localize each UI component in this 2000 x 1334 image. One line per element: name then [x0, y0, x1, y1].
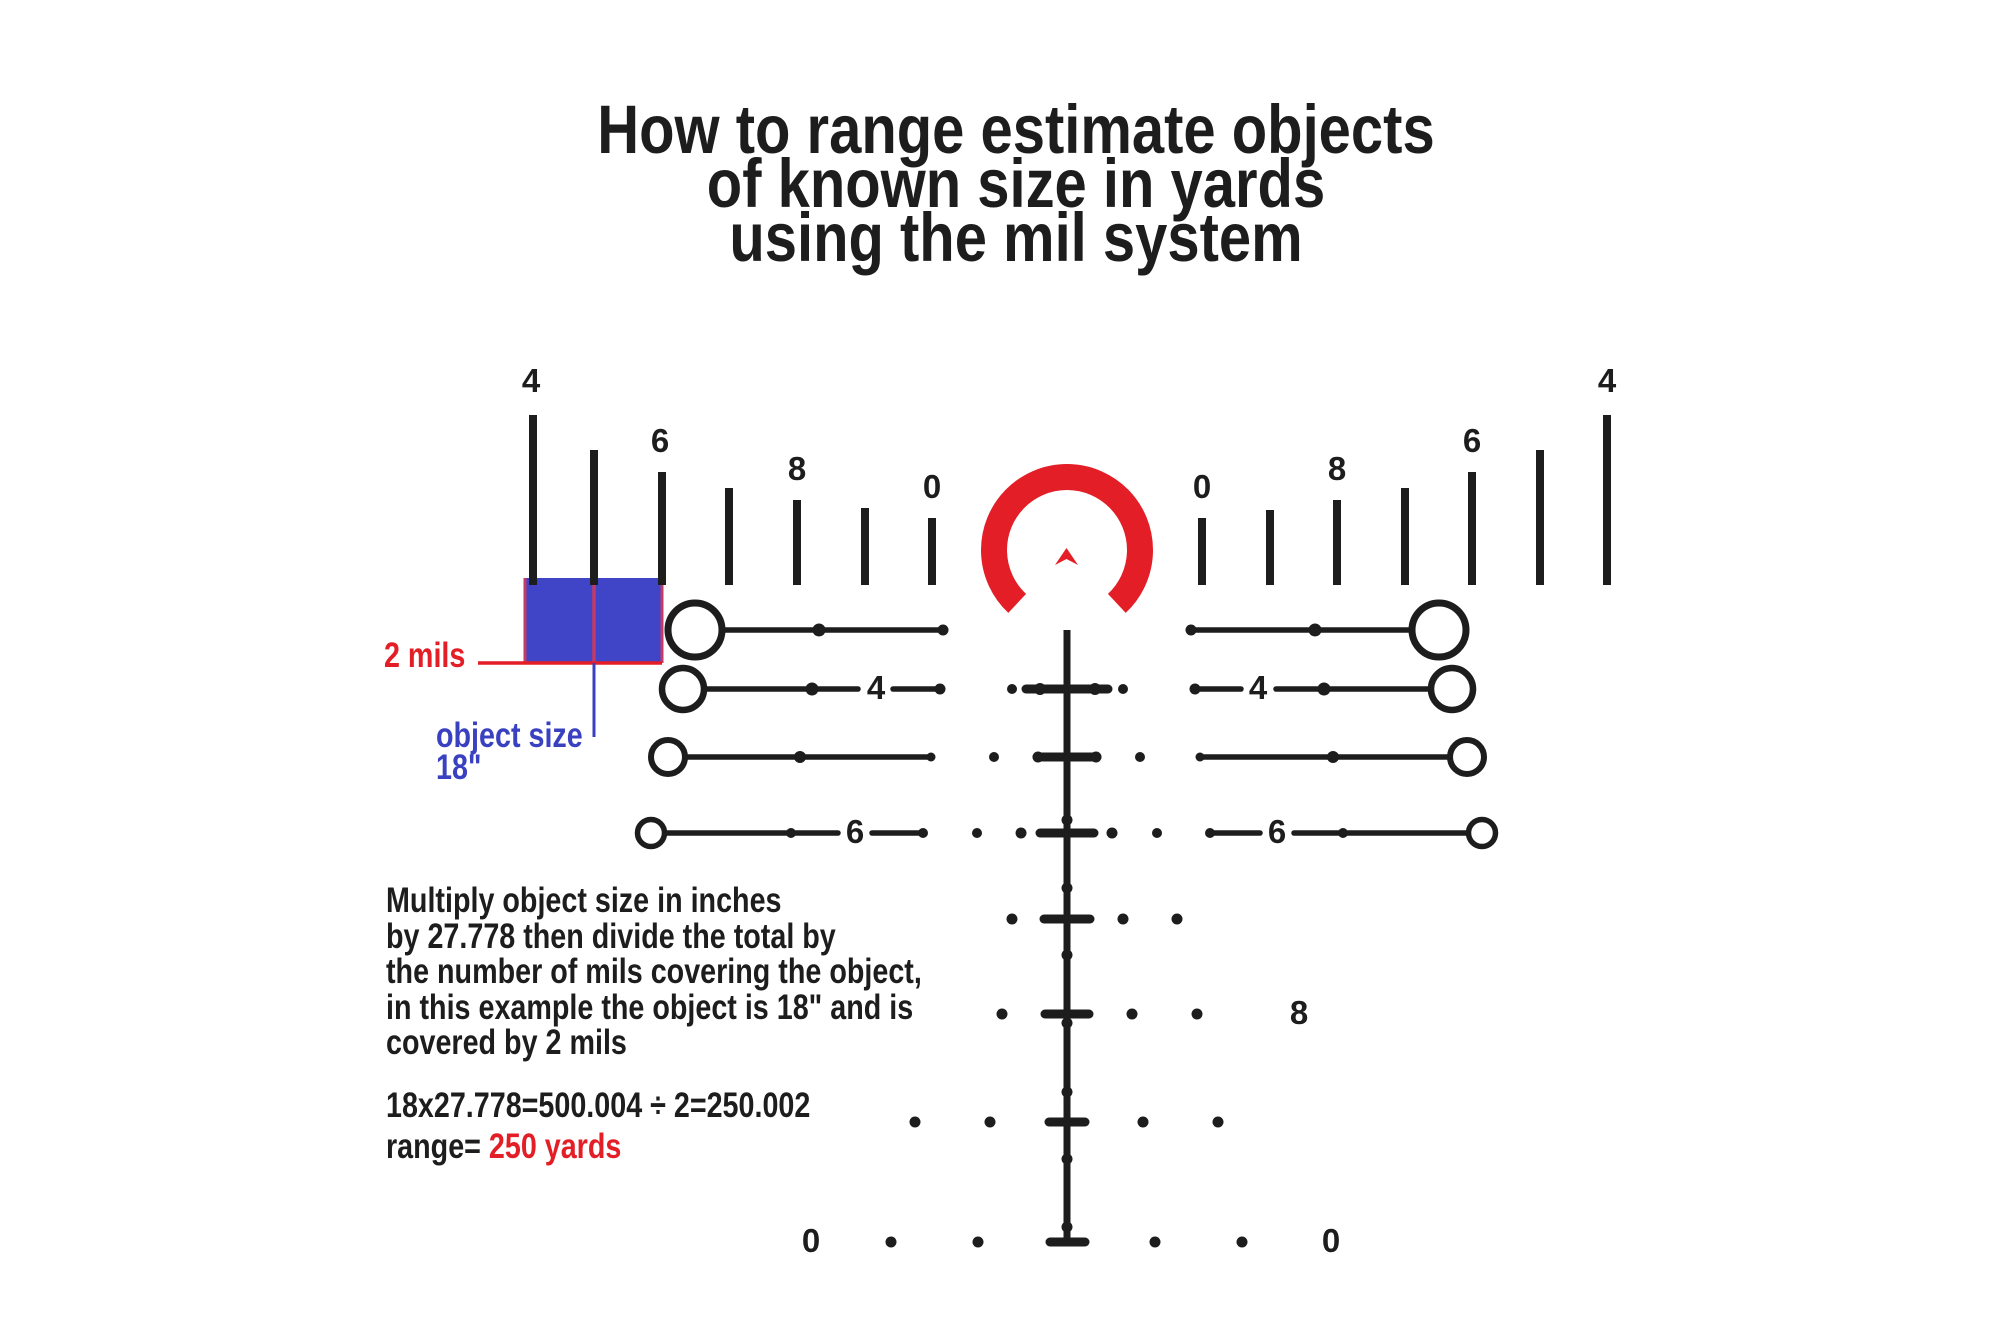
range-result: range= 250 yards [386, 1129, 673, 1164]
horseshoe-arc [981, 464, 1153, 613]
range-label: range= [386, 1127, 481, 1166]
formula-equation: 18x27.778=500.004 ÷ 2=250.002 [386, 1086, 811, 1125]
stadia-label-left-6: 6 [845, 813, 865, 850]
tick-label-left-6: 6 [650, 422, 670, 459]
object-size-value: 18" [436, 748, 482, 787]
tick-label-right-0: 0 [1192, 468, 1212, 505]
tick-label-left-8: 8 [787, 450, 807, 487]
explanation-line-2: by 27.778 then divide the total by [386, 916, 836, 956]
measurement-rectangle [478, 578, 664, 737]
page-title: How to range estimate objects of known s… [176, 91, 1856, 276]
two-mils-label: 2 mils [384, 636, 466, 675]
tick-label-left-0: 0 [922, 468, 942, 505]
object-size-label: object size [436, 716, 583, 755]
stadia-label-right-4: 4 [1248, 669, 1268, 706]
explanation-line-4: in this example the object is 18" and is [386, 987, 914, 1027]
explanation-line-1: Multiply object size in inches [386, 881, 782, 920]
stadia-label-left-4: 4 [866, 669, 886, 706]
stadia-label-right-6: 6 [1267, 813, 1287, 850]
title-line-3: using the mil system [729, 199, 1303, 276]
ranging-circles [634, 599, 1499, 850]
range-value: 250 yards [488, 1127, 622, 1166]
mil-dots [786, 623, 1348, 1248]
top-tick-marks [529, 415, 1611, 585]
tick-label-right-8: 8 [1327, 450, 1347, 487]
tick-label-right-4: 4 [1597, 362, 1617, 399]
holdover-label-8: 8 [1289, 994, 1309, 1031]
bottom-label-right-0: 0 [1321, 1222, 1341, 1259]
horizontal-stadia-lines [661, 627, 1471, 836]
bottom-label-left-0: 0 [801, 1222, 821, 1259]
center-chevron-icon [1055, 548, 1078, 565]
title-line-2: of known size in yards [706, 145, 1326, 222]
explanation-line-3: the number of mils covering the object, [386, 952, 922, 991]
tick-label-right-6: 6 [1462, 422, 1482, 459]
tick-label-left-4: 4 [521, 362, 541, 399]
title-line-1: How to range estimate objects [597, 91, 1435, 168]
explanation-text: Multiply object size in inches by 27.778… [386, 883, 1039, 1061]
explanation-line-5: covered by 2 mils [386, 1023, 627, 1062]
